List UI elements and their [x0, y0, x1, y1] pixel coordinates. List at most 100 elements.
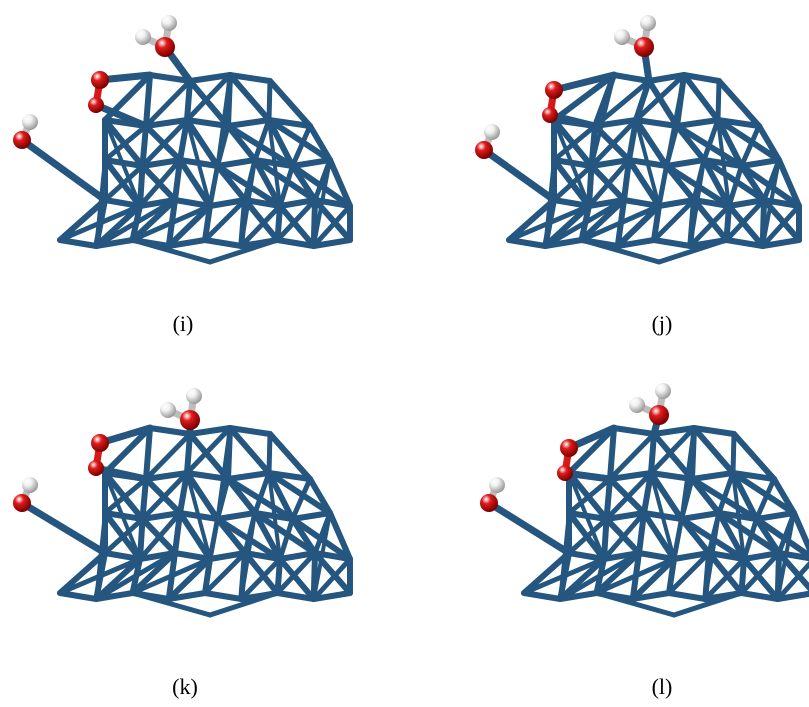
metal-bond: [651, 431, 695, 482]
metal-bond: [202, 197, 248, 243]
metal-bond: [242, 197, 281, 243]
metal-bond: [102, 123, 149, 163]
metal-bond: [140, 470, 190, 522]
caption-k: (k): [172, 674, 198, 699]
metal-bond: [275, 197, 318, 243]
metal-bond: [775, 511, 796, 601]
metal-bond: [207, 237, 280, 265]
metal-bond: [93, 237, 136, 249]
metal-bond: [739, 123, 762, 169]
metal-bond: [775, 560, 809, 602]
metal-bond: [656, 163, 669, 209]
metal-bond: [143, 78, 193, 129]
metal-bond: [274, 556, 283, 596]
metal-bond: [310, 590, 353, 602]
metal-bond: [648, 425, 697, 476]
oxygen-atom: [180, 410, 200, 430]
metal-bond: [724, 197, 767, 243]
panel-l: (l): [404, 353, 809, 706]
metal-bond: [290, 123, 313, 169]
oxygen-atom: [91, 434, 109, 452]
metal-bond: [701, 157, 767, 203]
metal-bond: [551, 72, 617, 123]
metal-bond: [207, 590, 280, 618]
metal-bond: [679, 426, 696, 521]
oxygen-atom: [91, 71, 109, 89]
oxygen-atom: [13, 494, 31, 512]
metal-bond: [666, 590, 709, 602]
cluster-wireframe: [57, 72, 353, 265]
metal-bond: [730, 470, 797, 516]
metal-bond: [139, 157, 183, 169]
metal-bond: [94, 511, 107, 601]
metal-bond: [275, 550, 318, 596]
metal-bond: [611, 425, 657, 437]
metal-bond: [102, 163, 145, 203]
metal-bond: [274, 203, 283, 243]
metal-bond: [266, 117, 333, 163]
metal-bond: [252, 157, 318, 203]
adsorbates: [13, 15, 194, 204]
metal-bond: [666, 550, 712, 596]
oxygen-atom: [649, 405, 669, 425]
metal-bond: [214, 510, 258, 522]
metal-bond: [738, 556, 747, 596]
caption-i: (i): [172, 311, 194, 336]
metal-bond: [506, 237, 549, 249]
metal-bond: [165, 237, 208, 249]
metal-bond: [93, 550, 178, 602]
metal-bond: [102, 425, 153, 476]
metal-bond: [267, 431, 313, 482]
metal-bond: [630, 511, 646, 601]
metal-bond: [689, 470, 736, 482]
metal-bond: [93, 590, 136, 602]
metal-bond: [102, 516, 145, 556]
adsorbate-bond: [18, 136, 109, 204]
metal-bond: [137, 516, 146, 562]
metal-bond: [252, 510, 318, 556]
oxygen-atom: [88, 460, 104, 476]
metal-bond: [266, 470, 296, 522]
metal-bond: [267, 78, 313, 129]
metal-bond: [604, 426, 616, 521]
adsorbate-bond: [485, 499, 573, 557]
metal-bond: [551, 123, 598, 163]
metal-bond: [641, 470, 654, 516]
metal-bond: [147, 425, 193, 437]
metal-bond: [701, 117, 721, 163]
metal-bond: [187, 78, 231, 129]
metal-bond: [202, 203, 213, 243]
metal-bond: [551, 163, 594, 203]
metal-bond: [102, 550, 143, 562]
metal-bond: [760, 203, 802, 249]
metal-bond: [651, 197, 697, 243]
oxygen-atom: [475, 141, 493, 159]
metal-bond: [738, 157, 782, 169]
cluster-structure-k: [13, 388, 353, 618]
metal-bond: [140, 426, 152, 521]
metal-bond: [202, 590, 245, 602]
metal-bond: [143, 117, 190, 129]
metal-bond: [542, 197, 627, 249]
metal-bond: [137, 157, 183, 209]
metal-bond: [102, 197, 143, 209]
metal-bond: [185, 118, 212, 208]
metal-bond: [137, 510, 183, 562]
metal-bond: [678, 510, 722, 522]
metal-bond: [715, 117, 745, 169]
metal-bond: [184, 470, 221, 522]
metal-bond: [311, 203, 353, 249]
metal-bond: [651, 425, 697, 437]
metal-bond: [207, 516, 220, 562]
metal-bond: [588, 157, 632, 169]
metal-bond: [266, 470, 333, 516]
metal-bond: [274, 237, 317, 249]
metal-bond: [184, 78, 193, 123]
metal-bond: [633, 117, 680, 129]
metal-bond: [102, 476, 149, 516]
panel-j: (j): [404, 0, 808, 353]
metal-bond: [688, 158, 706, 248]
oxygen-atom: [13, 131, 31, 149]
cluster-structure-l: [480, 383, 809, 618]
metal-bond: [242, 197, 283, 209]
